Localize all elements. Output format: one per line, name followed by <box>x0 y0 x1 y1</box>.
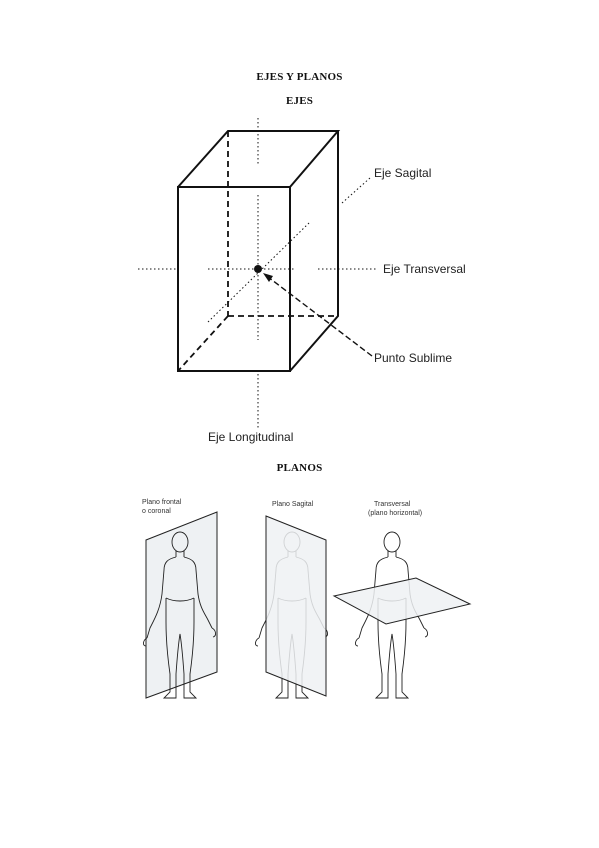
label-punto-sublime: Punto Sublime <box>374 351 452 365</box>
punto-pointer-arrowhead <box>263 273 273 282</box>
box-top-back-edges <box>177 130 341 188</box>
label-eje-transversal: Eje Transversal <box>383 262 466 276</box>
punto-pointer-line <box>267 276 373 357</box>
frontal-label-1: Plano frontal <box>142 499 182 506</box>
box-right-edges <box>289 131 339 372</box>
axes-box-diagram <box>138 118 378 428</box>
sagittal-plane <box>265 515 327 697</box>
frontal-label-2: o coronal <box>142 508 171 515</box>
transversal-label-2: (plano horizontal) <box>368 510 422 517</box>
transversal-plane <box>332 577 472 625</box>
punto-sublime-dot <box>254 265 262 273</box>
section-heading-planos: PLANOS <box>276 462 323 474</box>
box-front-face <box>177 186 291 372</box>
label-eje-sagital: Eje Sagital <box>374 166 431 180</box>
hidden-edge-bottom-diagonal <box>177 315 229 372</box>
sagittal-axis-outer <box>341 177 371 204</box>
transversal-plane-figure: Transversal (plano horizontal) <box>332 501 472 699</box>
document-title: EJES Y PLANOS <box>256 71 343 83</box>
sagittal-plane-figure: Plano Sagital <box>255 501 328 699</box>
frontal-plane <box>145 511 218 699</box>
sagital-label-1: Plano Sagital <box>272 501 314 508</box>
frontal-plane-figure: Plano frontal o coronal <box>142 499 218 699</box>
section-heading-ejes: EJES <box>285 95 314 107</box>
label-eje-longitudinal: Eje Longitudinal <box>208 430 293 444</box>
transversal-label-1: Transversal <box>374 501 411 508</box>
